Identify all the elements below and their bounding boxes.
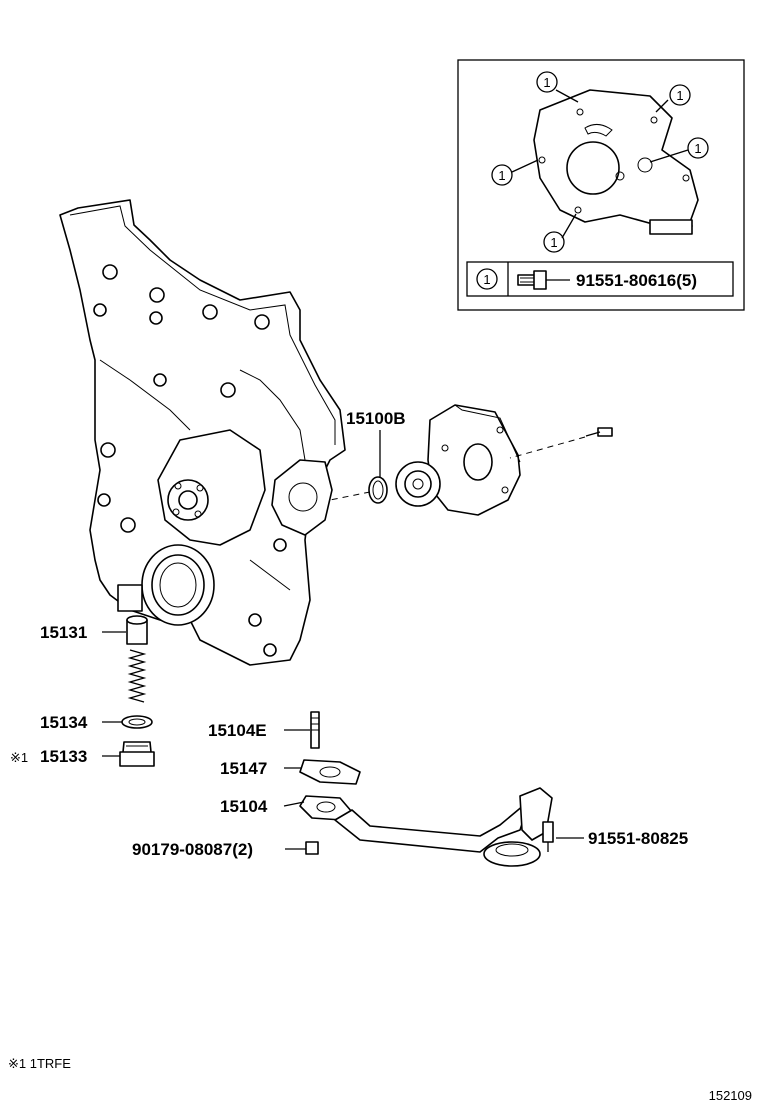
inset-marker-1e: 1 xyxy=(543,231,565,253)
inset-marker-1a: 1 xyxy=(536,71,558,93)
timing-cover xyxy=(59,199,346,666)
inset-detail-box: 1 1 1 1 1 1 9155 xyxy=(457,59,745,311)
callout-15100B: 15100B xyxy=(346,409,406,428)
oil-pump xyxy=(329,404,613,516)
inset-marker-1b: 1 xyxy=(669,84,691,106)
callout-15133: 15133 xyxy=(40,747,87,766)
diagram-id: 152109 xyxy=(709,1088,752,1103)
oil-strainer xyxy=(299,711,554,867)
callout-15133-marker: ※1 xyxy=(10,750,28,765)
callout-91551-80825: 91551-80825 xyxy=(588,829,688,848)
callout-15104: 15104 xyxy=(220,797,268,816)
callout-90179-08087: 90179-08087(2) xyxy=(132,840,253,859)
svg-text:1: 1 xyxy=(498,168,505,183)
legend-marker-1: 1 xyxy=(476,268,498,290)
bolt-icon xyxy=(517,270,570,290)
svg-text:1: 1 xyxy=(483,272,490,287)
callout-15147: 15147 xyxy=(220,759,267,778)
leader-lines xyxy=(102,430,584,850)
pump-bolt-icon xyxy=(585,427,613,437)
callout-15134: 15134 xyxy=(40,713,88,732)
inset-bolt-label: 91551-80616(5) xyxy=(576,271,697,290)
relief-valve xyxy=(119,615,155,767)
svg-text:1: 1 xyxy=(550,235,557,250)
svg-text:1: 1 xyxy=(543,75,550,90)
footnote: ※1 1TRFE xyxy=(8,1056,71,1071)
svg-text:1: 1 xyxy=(694,141,701,156)
svg-text:1: 1 xyxy=(676,88,683,103)
callout-15104E: 15104E xyxy=(208,721,267,740)
inset-marker-1d: 1 xyxy=(491,164,513,186)
inset-marker-1c: 1 xyxy=(687,137,709,159)
callout-15131: 15131 xyxy=(40,623,87,642)
